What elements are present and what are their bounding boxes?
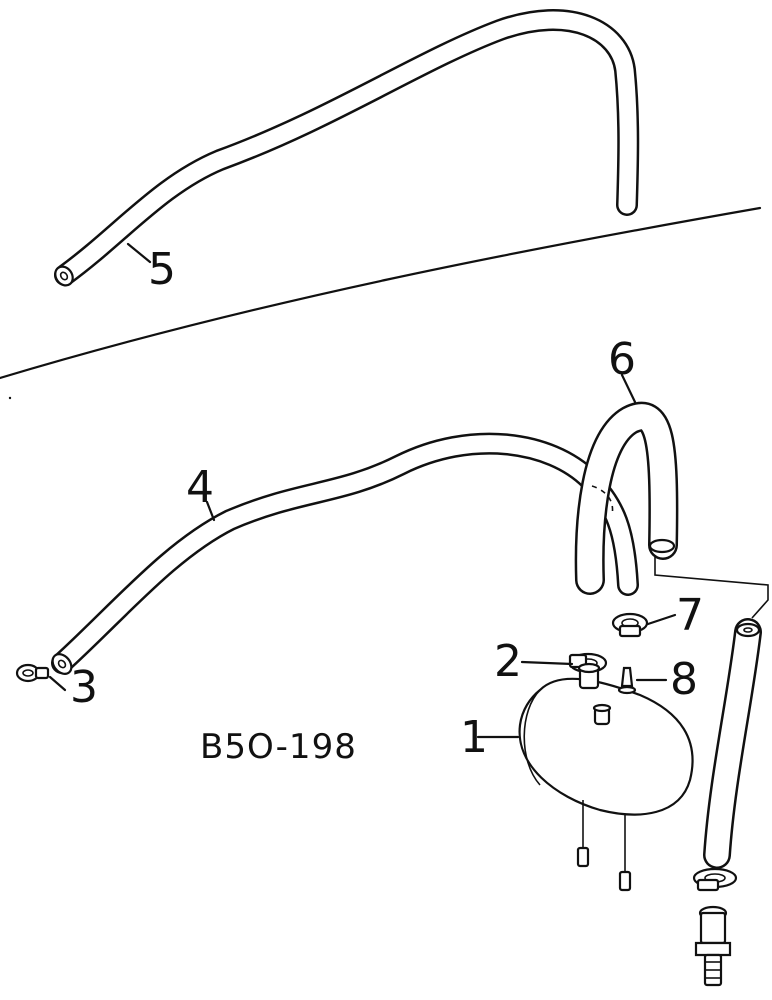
drawing-code: B5O-198 <box>200 727 357 767</box>
leader-2 <box>520 660 574 666</box>
callout-3: 3 <box>70 662 98 713</box>
connection-line <box>654 555 769 619</box>
leader-7 <box>646 613 677 626</box>
leader-5 <box>126 242 152 264</box>
divider-dot <box>8 396 12 400</box>
callout-8: 8 <box>670 654 698 705</box>
tank-1 <box>518 662 694 892</box>
leader-6 <box>620 373 637 404</box>
hose-5-end <box>54 265 74 287</box>
hose-6 <box>574 401 679 595</box>
hose-5 <box>54 9 640 287</box>
hose-connector <box>694 905 732 987</box>
callout-7: 7 <box>676 590 704 641</box>
callout-2: 2 <box>494 636 522 687</box>
hose-6-end <box>648 538 676 554</box>
hose-lower <box>703 618 762 869</box>
hose-lower-end <box>735 622 761 638</box>
hose-4 <box>51 432 639 675</box>
callout-6: 6 <box>608 334 636 385</box>
bottom-clamp <box>692 867 738 892</box>
hose-4-end <box>51 653 73 675</box>
leader-4 <box>205 500 216 522</box>
clamp-3 <box>15 663 50 683</box>
callout-4: 4 <box>186 462 214 513</box>
section-divider <box>0 206 762 380</box>
callout-1: 1 <box>460 712 488 763</box>
callout-5: 5 <box>148 244 176 295</box>
fitting-8 <box>617 666 637 695</box>
clamp-7 <box>611 612 649 638</box>
leader-3 <box>48 675 67 692</box>
